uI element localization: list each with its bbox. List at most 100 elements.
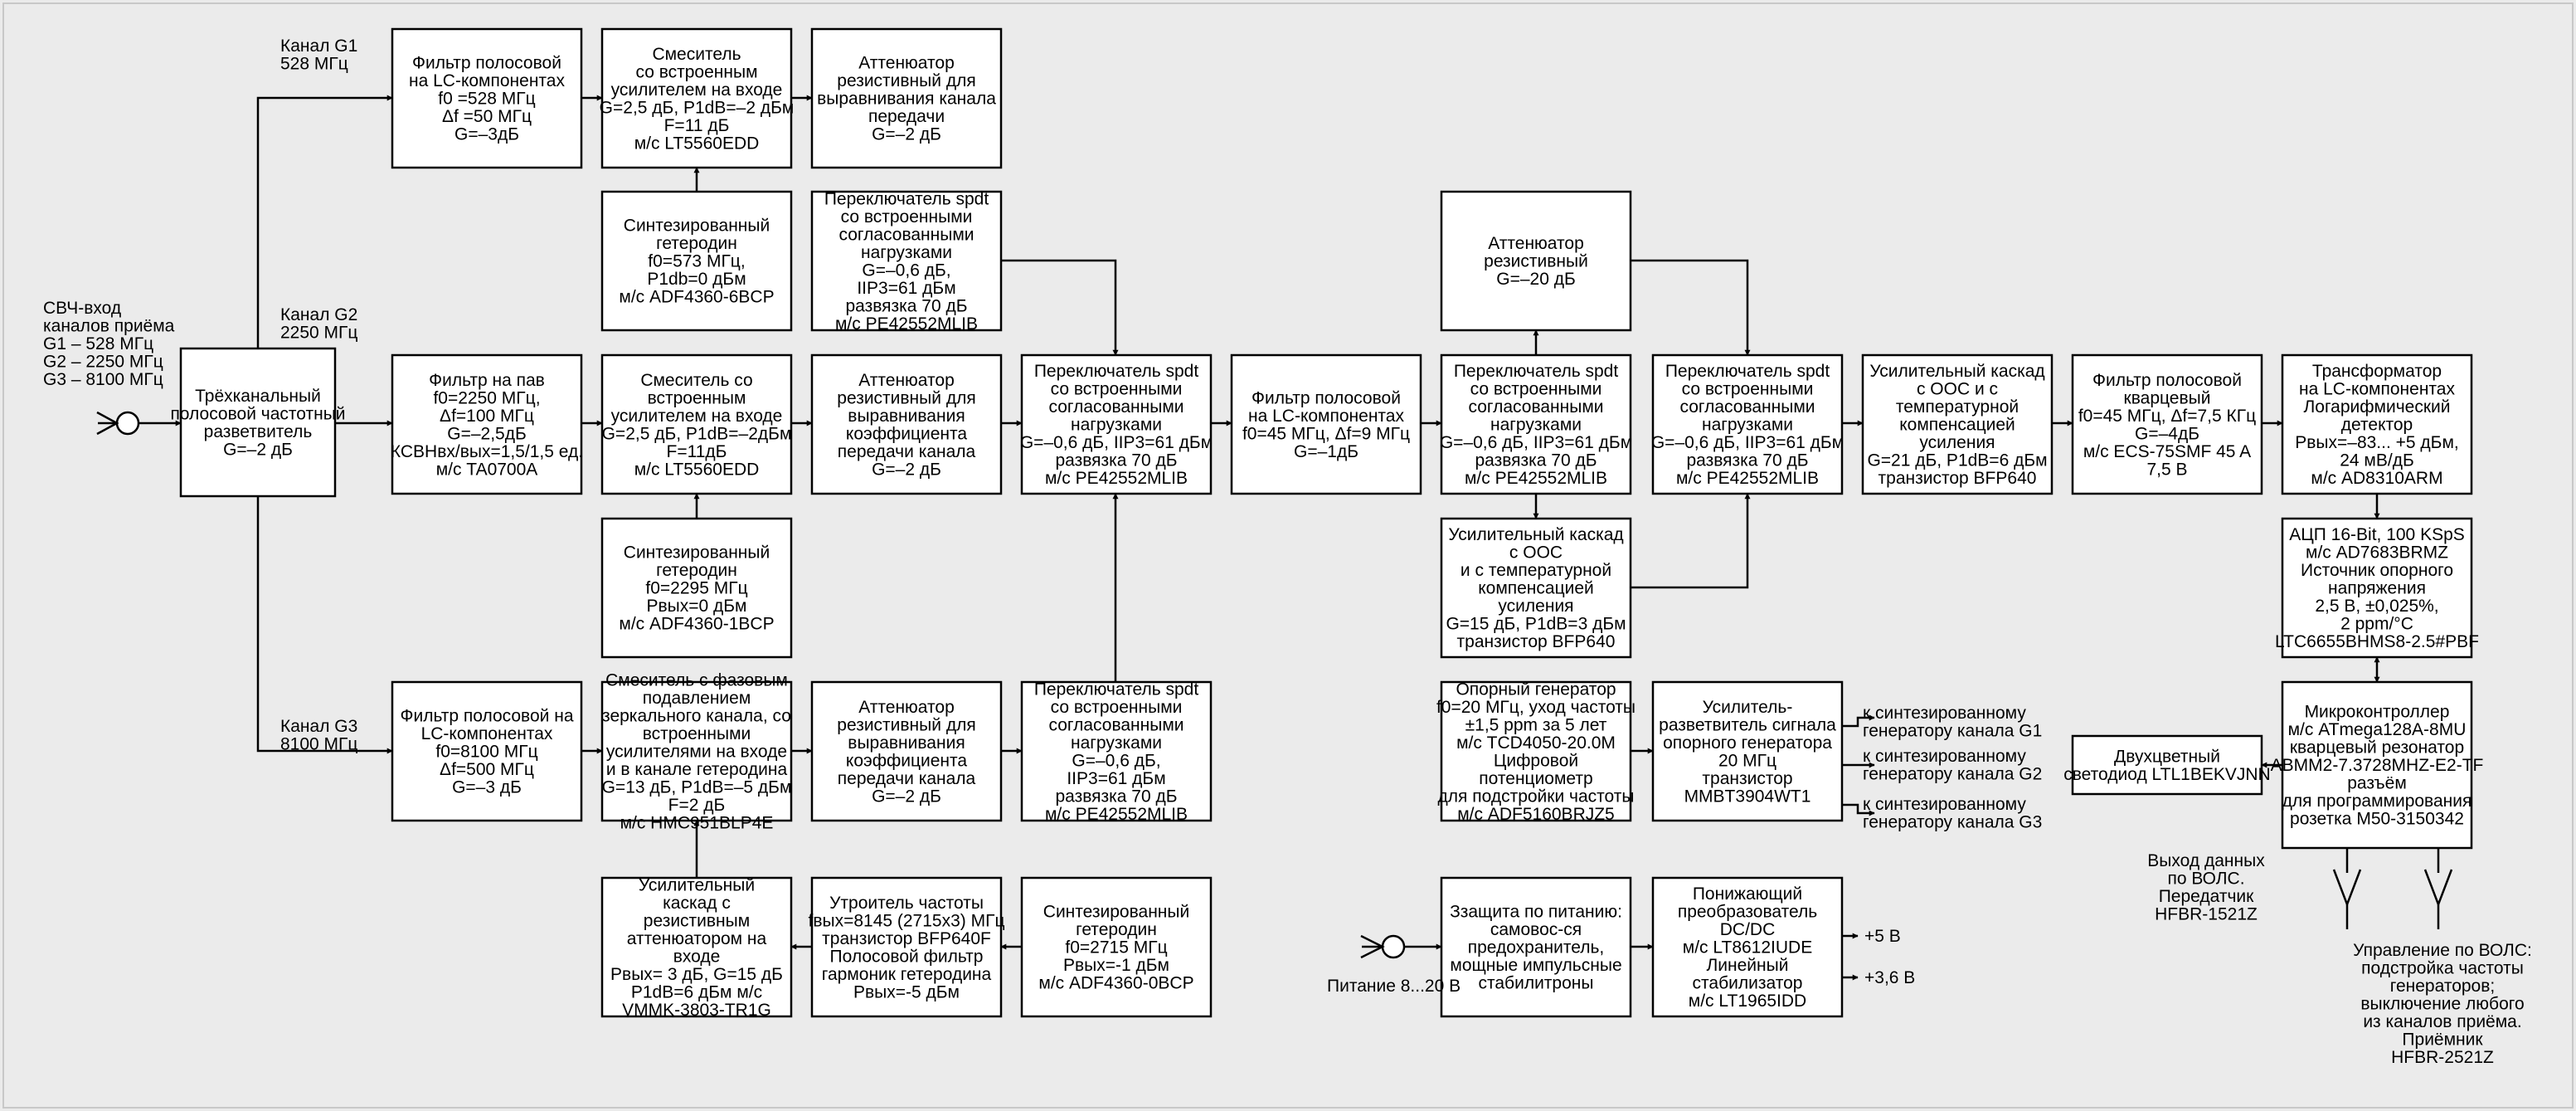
mix-g1-line: м/с LT5560EDD <box>634 134 760 153</box>
adc-line: Источник опорного <box>2301 561 2453 580</box>
lo-g2-box <box>600 517 793 659</box>
mix-g3-line: F=2 дБ <box>668 796 726 815</box>
ref-amp-line: транзистор <box>1702 769 1792 788</box>
filt-g3-line: G=–3 дБ <box>452 778 522 797</box>
mcu-line: для программирования <box>2282 792 2472 811</box>
sw-a-line: нагрузками <box>1490 416 1582 435</box>
att-g3-line: G=–2 дБ <box>872 787 941 806</box>
mix-g3-line: усилителями на входе <box>606 743 787 762</box>
sw-g3-line: Переключатель spdt <box>1034 680 1199 699</box>
ref-amp-box <box>1651 680 1844 822</box>
channel-g2-label: 2250 МГц <box>280 324 357 343</box>
tripler-line: транзистор BFP640F <box>822 929 991 948</box>
control-label: Приёмник <box>2402 1031 2483 1050</box>
filt-g2-line: Δf=100 МГц <box>440 407 534 426</box>
adc-line: напряжения <box>2328 579 2426 598</box>
channel-g3-label: 8100 МГц <box>280 735 357 754</box>
sw-g3-box <box>1020 680 1213 822</box>
sw-top-line: нагрузками <box>861 243 952 262</box>
dcdc-box <box>1651 876 1844 1018</box>
mix-g1-line: со встроенным <box>635 62 757 81</box>
att-top-line: G=–20 дБ <box>1496 270 1576 289</box>
mix-g1-box <box>600 27 793 169</box>
control-label: из каналов приёма. <box>2363 1012 2521 1031</box>
output-36v-label: +3,6 В <box>1864 968 1915 987</box>
sw-mid-box <box>1020 353 1213 495</box>
mix-g3-box <box>600 680 793 822</box>
att-g1-line: G=–2 дБ <box>872 125 941 144</box>
sw-b-line: м/с PE42552MLIB <box>1676 469 1819 488</box>
att-g2-line: Аттенюатор <box>858 371 955 390</box>
filt-q-line: Фильтр полосовой <box>2092 371 2242 390</box>
sw-b-line: согласованными <box>1679 397 1815 417</box>
sw-b-line: развязка 70 дБ <box>1686 451 1808 470</box>
ref-osc-line: м/с ADF5160BRJZ5 <box>1457 805 1615 824</box>
output-g2-label: к синтезированному <box>1863 747 2026 766</box>
lo-g1-box <box>600 190 793 332</box>
filt-g1-box <box>391 27 583 169</box>
ref-osc-line: для подстройки частоты <box>1438 787 1635 806</box>
dcdc-line: Линейный <box>1707 956 1789 975</box>
sw-g3-line: согласованными <box>1048 715 1184 734</box>
filt-q-box <box>2071 353 2263 495</box>
filt-g1-line: f0 =528 МГц <box>438 90 535 109</box>
amp2-line: компенсацией <box>1899 416 2015 435</box>
ref-out-g3 <box>1842 803 1875 816</box>
mcu-line: разъём <box>2347 774 2407 793</box>
sw-mid-line: м/с PE42552MLIB <box>1045 469 1188 488</box>
amp-ooc-line: Усилительный каскад <box>1448 525 1623 544</box>
att-g2-line: G=–2 дБ <box>872 460 941 479</box>
ref-osc-line: Опорный генератор <box>1456 680 1616 699</box>
splitter-line: G=–2 дБ <box>223 440 293 459</box>
splitter-line: разветвитель <box>204 422 313 441</box>
amp-lo3-line: входе <box>673 947 721 966</box>
att-g2-line: выравнивания <box>848 407 965 426</box>
mix-g2-line: Смеситель со <box>640 371 752 390</box>
sw-b-line: нагрузками <box>1702 416 1793 435</box>
filt-q-line: f0=45 МГц, Δf=7,5 КГц <box>2078 407 2256 426</box>
mcu-line: м/с ATmega128A-8MU <box>2288 720 2467 739</box>
sw-a-line: согласованными <box>1468 397 1603 417</box>
ref-osc-box <box>1440 680 1632 822</box>
mix-g2-line: встроенным <box>648 388 746 407</box>
protect-line: стабилитроны <box>1479 974 1594 993</box>
att-g2-box <box>810 353 1003 495</box>
filt-g2-line: G=–2,5дБ <box>447 424 527 443</box>
amp-lo3-line: каскад с <box>663 894 731 913</box>
amp-lo3-line: резистивным <box>644 911 750 930</box>
amp-lo3-line: P1dB=6 дБм м/с <box>631 982 762 1001</box>
mix-g2-line: м/с LT5560EDD <box>634 460 760 479</box>
mix-g1-line: G=2,5 дБ, P1dB=–2 дБм <box>600 98 795 117</box>
att-g1-line: выравнивания канала <box>817 90 996 109</box>
detector-line: м/с AD8310ARM <box>2311 469 2442 488</box>
sw-a-line: Переключатель spdt <box>1454 362 1619 381</box>
sw-top-line: Переключатель spdt <box>824 189 989 208</box>
lo-g3-line: м/с ADF4360-0BCP <box>1038 974 1193 993</box>
att-top-line: Аттенюатор <box>1488 234 1584 253</box>
att-g1-line: Аттенюатор <box>858 54 955 73</box>
filt-if-line: G=–1дБ <box>1294 442 1358 461</box>
att-g1-line: передачи <box>868 107 945 126</box>
sw-top-line: согласованными <box>838 225 974 244</box>
ref-amp-line: опорного генератора <box>1663 733 1832 753</box>
protect-line: предохранитель, <box>1468 938 1605 958</box>
adc-box <box>2281 517 2473 659</box>
dcdc-line: преобразователь <box>1678 903 1817 922</box>
control-label: генераторов; <box>2390 977 2495 996</box>
tripler-box <box>810 876 1003 1018</box>
amp-ooc-line: G=15 дБ, P1dB=3 дБм <box>1446 615 1626 634</box>
detector-box <box>2281 353 2473 495</box>
